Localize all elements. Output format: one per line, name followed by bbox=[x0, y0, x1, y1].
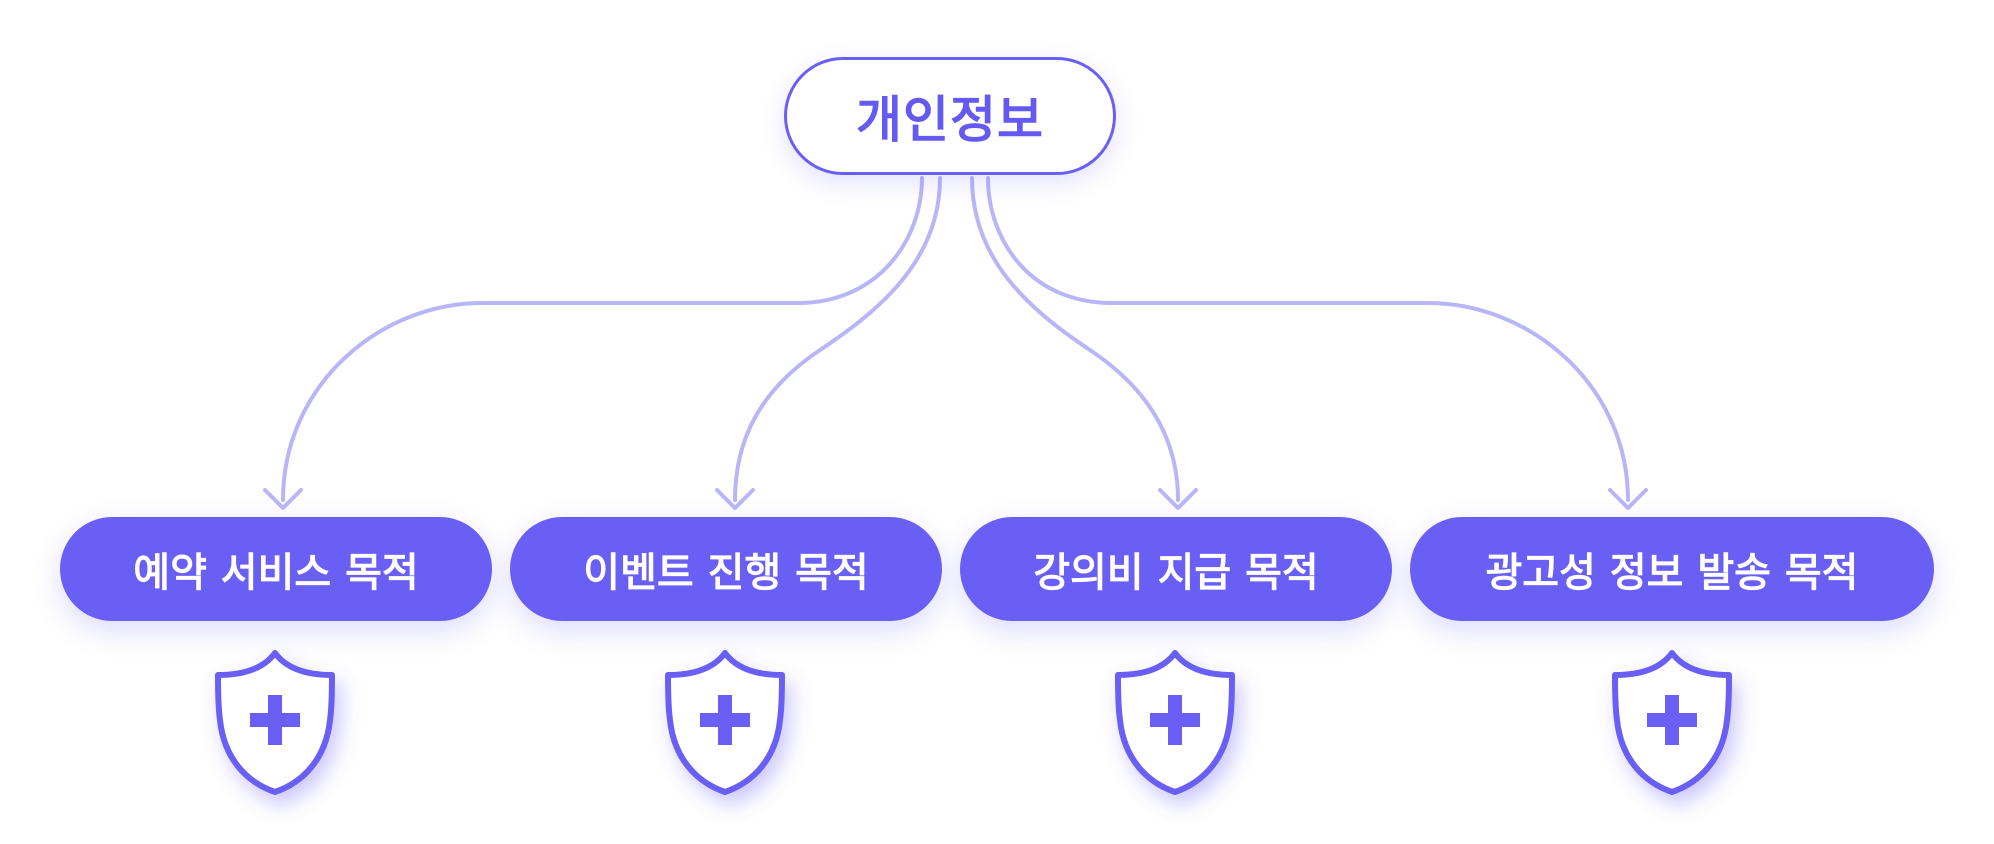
purpose-node-label: 강의비 지급 목적 bbox=[1033, 550, 1319, 596]
arrowhead-purpose-1 bbox=[263, 488, 303, 510]
purpose-node-reservation: 예약 서비스 목적 bbox=[60, 517, 492, 621]
connector-purpose-1 bbox=[281, 176, 924, 502]
root-node-personal-info: 개인정보 bbox=[784, 57, 1116, 175]
purpose-node-lecture-fee: 강의비 지급 목적 bbox=[960, 517, 1392, 621]
shield-plus-icon bbox=[1110, 648, 1240, 798]
purpose-node-label: 광고성 정보 발송 목적 bbox=[1485, 550, 1859, 596]
connector-purpose-2 bbox=[733, 176, 942, 502]
arrowhead-purpose-4 bbox=[1608, 488, 1648, 510]
purpose-node-advertising: 광고성 정보 발송 목적 bbox=[1410, 517, 1934, 621]
arrowhead-purpose-2 bbox=[715, 488, 755, 510]
arrowhead-purpose-3 bbox=[1158, 488, 1198, 510]
purpose-node-label: 예약 서비스 목적 bbox=[133, 550, 419, 596]
shield-plus-icon bbox=[660, 648, 790, 798]
connector-purpose-4 bbox=[986, 176, 1630, 502]
shield-plus-icon bbox=[210, 648, 340, 798]
purpose-node-label: 이벤트 진행 목적 bbox=[583, 550, 869, 596]
connector-purpose-3 bbox=[970, 176, 1180, 502]
shield-plus-icon bbox=[1607, 648, 1737, 798]
purpose-node-event: 이벤트 진행 목적 bbox=[510, 517, 942, 621]
root-node-label: 개인정보 bbox=[856, 91, 1044, 149]
